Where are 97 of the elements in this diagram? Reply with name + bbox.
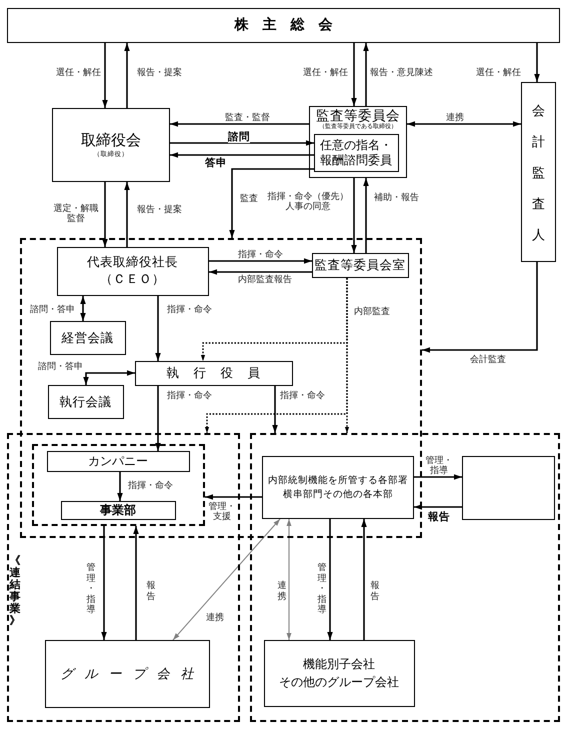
org-box bbox=[60, 500, 176, 520]
unit-name: 横串部門その他の各本部 bbox=[283, 488, 393, 502]
edge-label: 連携 bbox=[206, 612, 224, 622]
org-box bbox=[314, 134, 398, 172]
unit-name: 執行会議 bbox=[60, 394, 112, 410]
arrow bbox=[155, 386, 161, 451]
arrow bbox=[422, 262, 538, 353]
edge-label: 選任・解任 bbox=[303, 67, 348, 77]
edge-label: 答申 bbox=[205, 157, 227, 169]
edge-label: 管理・指導 bbox=[86, 562, 96, 614]
edge-label: 報告 bbox=[370, 580, 380, 601]
org-box bbox=[521, 82, 556, 262]
unit-name: 任意の指名・報酬諮問委員 bbox=[319, 138, 393, 168]
edge-label: 諮問 bbox=[228, 131, 250, 143]
edge-label: 指揮・命令 bbox=[280, 390, 325, 400]
edge-label: 指揮・命令 bbox=[238, 249, 283, 259]
unit-name: 監査等委員会 bbox=[316, 108, 400, 123]
org-box bbox=[7, 8, 560, 43]
double-arrow bbox=[407, 121, 521, 127]
arrow bbox=[170, 152, 314, 158]
arrow bbox=[102, 182, 108, 247]
edge-label: 報告・提案 bbox=[137, 67, 182, 77]
double-arrow bbox=[83, 370, 135, 385]
edge-label: 報告・意見陳述 bbox=[370, 67, 433, 77]
arrow bbox=[102, 43, 108, 108]
edge-label: 連携 bbox=[277, 580, 287, 601]
org-box bbox=[309, 106, 407, 178]
edge-label: 報告 bbox=[146, 580, 156, 601]
arrow bbox=[229, 168, 314, 238]
edge-label: 指揮・命令 bbox=[128, 480, 173, 490]
arrow bbox=[124, 182, 130, 247]
unit-name: グループ会社 bbox=[60, 666, 204, 682]
unit-name: その他のグループ会社 bbox=[279, 674, 399, 691]
org-box bbox=[134, 360, 292, 386]
arrow bbox=[170, 140, 314, 146]
arrow bbox=[414, 474, 462, 480]
region-title: 《連結事業》 bbox=[9, 555, 21, 627]
edge-label: 指揮・命令 bbox=[167, 304, 212, 314]
unit-name: 取締役会 bbox=[81, 132, 141, 150]
edge-label: 内部監査報告 bbox=[238, 274, 292, 284]
arrow bbox=[351, 43, 357, 106]
org-box bbox=[56, 246, 208, 296]
arrow bbox=[363, 43, 369, 106]
edge-label: 選任・解任 bbox=[56, 67, 101, 77]
arrow bbox=[133, 526, 139, 640]
edge-label: 内部監査 bbox=[354, 306, 390, 316]
unit-name: 株主総会 bbox=[233, 16, 346, 34]
org-box bbox=[52, 108, 170, 182]
arrow bbox=[327, 519, 333, 640]
dotted-arrow bbox=[344, 278, 350, 433]
arrow bbox=[155, 296, 161, 361]
double-arrow bbox=[172, 518, 280, 640]
unit-name: カンパニー bbox=[88, 454, 148, 468]
arrow bbox=[101, 526, 107, 640]
arrow bbox=[361, 519, 367, 640]
double-arrow bbox=[80, 296, 86, 321]
unit-name: 事業部 bbox=[100, 502, 136, 518]
org-box bbox=[48, 384, 124, 418]
double-arrow bbox=[286, 518, 292, 640]
arrow bbox=[124, 43, 130, 108]
edge-label: 報告・提案 bbox=[137, 204, 182, 214]
arrow bbox=[351, 178, 357, 253]
org-box bbox=[312, 252, 408, 278]
edge-label: 会計監査 bbox=[470, 354, 506, 364]
edge-label: 報告 bbox=[428, 511, 450, 523]
arrow bbox=[363, 178, 369, 253]
org-box bbox=[46, 450, 190, 472]
edge-label: 諮問・答申 bbox=[30, 304, 75, 314]
edge-label: 監査・監督 bbox=[225, 112, 270, 122]
unit-name: 執行役員 bbox=[166, 365, 274, 381]
arrow bbox=[209, 269, 312, 275]
org-box bbox=[50, 320, 126, 354]
edge-label: 選定・解職監督 bbox=[53, 203, 99, 223]
arrow bbox=[170, 121, 309, 127]
org-box bbox=[462, 456, 554, 520]
arrow bbox=[205, 494, 262, 500]
unit-name: 代表取締役社長（ＣＥＯ） bbox=[86, 254, 179, 288]
unit-name: 会計監査人 bbox=[532, 102, 546, 244]
unit-name: 内部統制機能を所管する各部署 bbox=[268, 474, 408, 488]
edge-label: 指揮・命令 bbox=[167, 390, 212, 400]
unit-name: 監査等委員会室 bbox=[314, 257, 406, 273]
edge-label: 諮問・答申 bbox=[38, 361, 83, 371]
arrow bbox=[272, 386, 278, 433]
arrow bbox=[534, 43, 540, 82]
arrow bbox=[209, 258, 312, 264]
unit-name: 機能別子会社 bbox=[303, 656, 375, 673]
edge-label: 管理・指導 bbox=[317, 562, 327, 614]
edge-label: 補助・報告 bbox=[374, 192, 419, 202]
org-box bbox=[44, 640, 210, 708]
edge-label: 選任・解任 bbox=[476, 67, 521, 77]
org-box bbox=[262, 456, 414, 519]
unit-name: 経営会議 bbox=[62, 330, 114, 346]
org-box bbox=[264, 640, 414, 706]
edge-label: 監査 bbox=[240, 193, 258, 203]
edge-label: 連携 bbox=[446, 112, 464, 122]
arrow bbox=[117, 472, 123, 501]
arrow bbox=[414, 504, 462, 510]
